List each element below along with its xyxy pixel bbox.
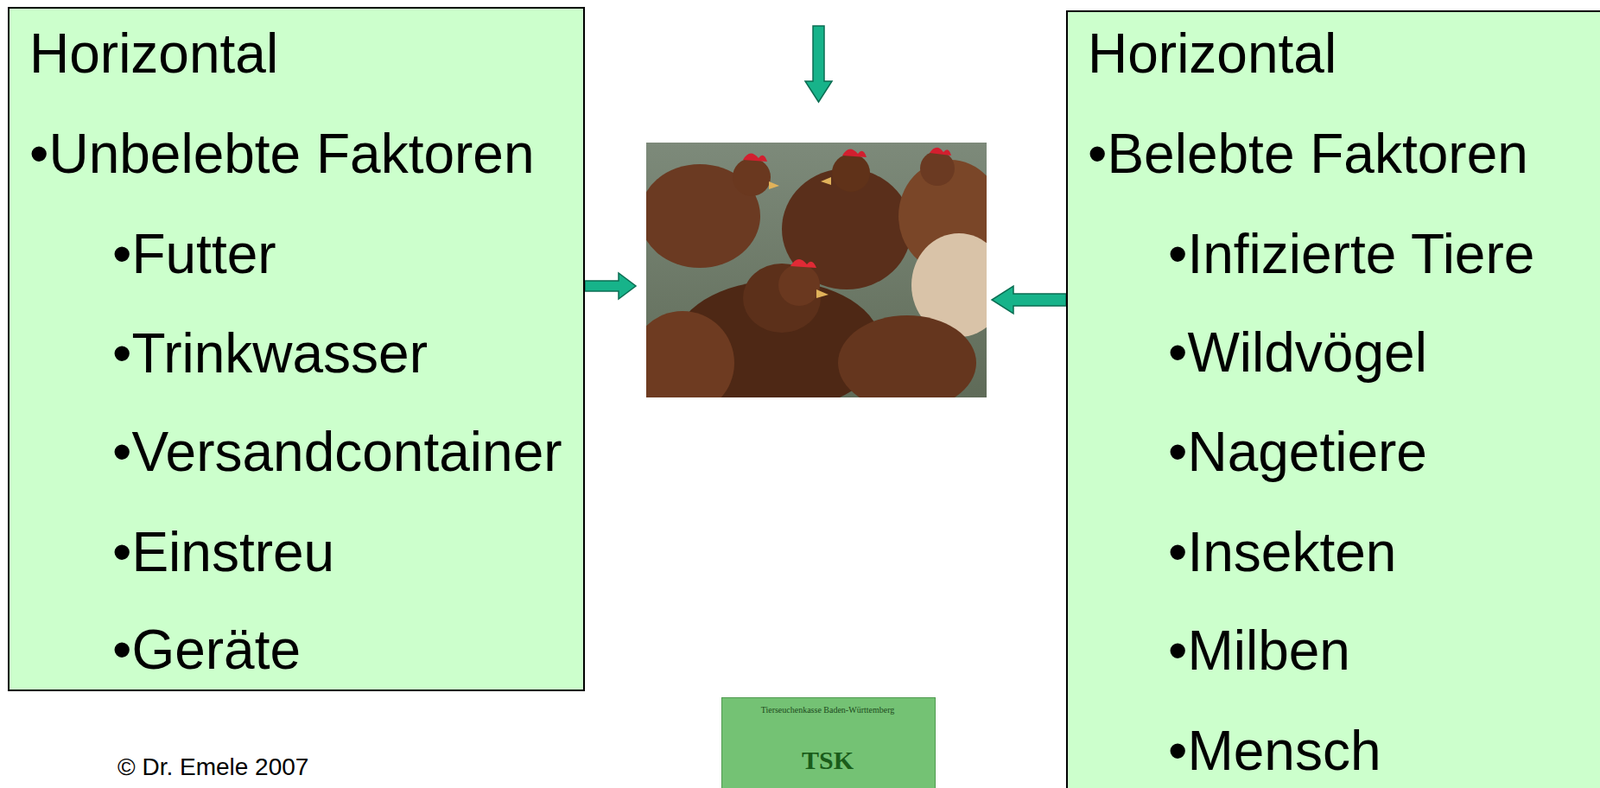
list-item: •Insekten bbox=[1168, 520, 1397, 585]
list-item: •Geräte bbox=[112, 618, 301, 683]
list-item: •Einstreu bbox=[112, 520, 335, 585]
logo-box: Tierseuchenkasse Baden-WürttembergTSK bbox=[721, 697, 936, 788]
list-item: •Nagetiere bbox=[1168, 420, 1428, 485]
right-arrow bbox=[584, 273, 636, 299]
list-item: •Belebte Faktoren bbox=[1087, 122, 1529, 187]
arrow-group bbox=[584, 25, 1067, 314]
logo-mark: TSK bbox=[801, 745, 854, 776]
list-item: •Wildvögel bbox=[1168, 321, 1428, 386]
list-item: •Versandcontainer bbox=[112, 420, 563, 485]
list-item: •Trinkwasser bbox=[112, 322, 428, 387]
factor-box: Horizontal •Belebte Faktoren •Infizierte T… bbox=[1066, 10, 1600, 788]
heading: Horizontal bbox=[1087, 22, 1337, 87]
list-item: •Infizierte Tiere bbox=[1168, 222, 1535, 287]
list-item: •Futter bbox=[112, 222, 277, 287]
factor-box: Horizontal •Unbelebte Faktoren •Futter •Tri… bbox=[7, 6, 585, 692]
heading: Horizontal bbox=[29, 22, 279, 87]
logo-caption: Tierseuchenkasse Baden-Württemberg bbox=[761, 704, 896, 716]
hen-photo bbox=[630, 142, 1007, 415]
list-item: •Mensch bbox=[1168, 719, 1382, 784]
down-arrow bbox=[805, 25, 832, 102]
left-arrow bbox=[991, 285, 1067, 314]
list-item: •Milben bbox=[1168, 619, 1351, 684]
list-item: •Unbelebte Faktoren bbox=[29, 122, 535, 187]
copyright-note: © Dr. Emele 2007 bbox=[117, 753, 309, 781]
